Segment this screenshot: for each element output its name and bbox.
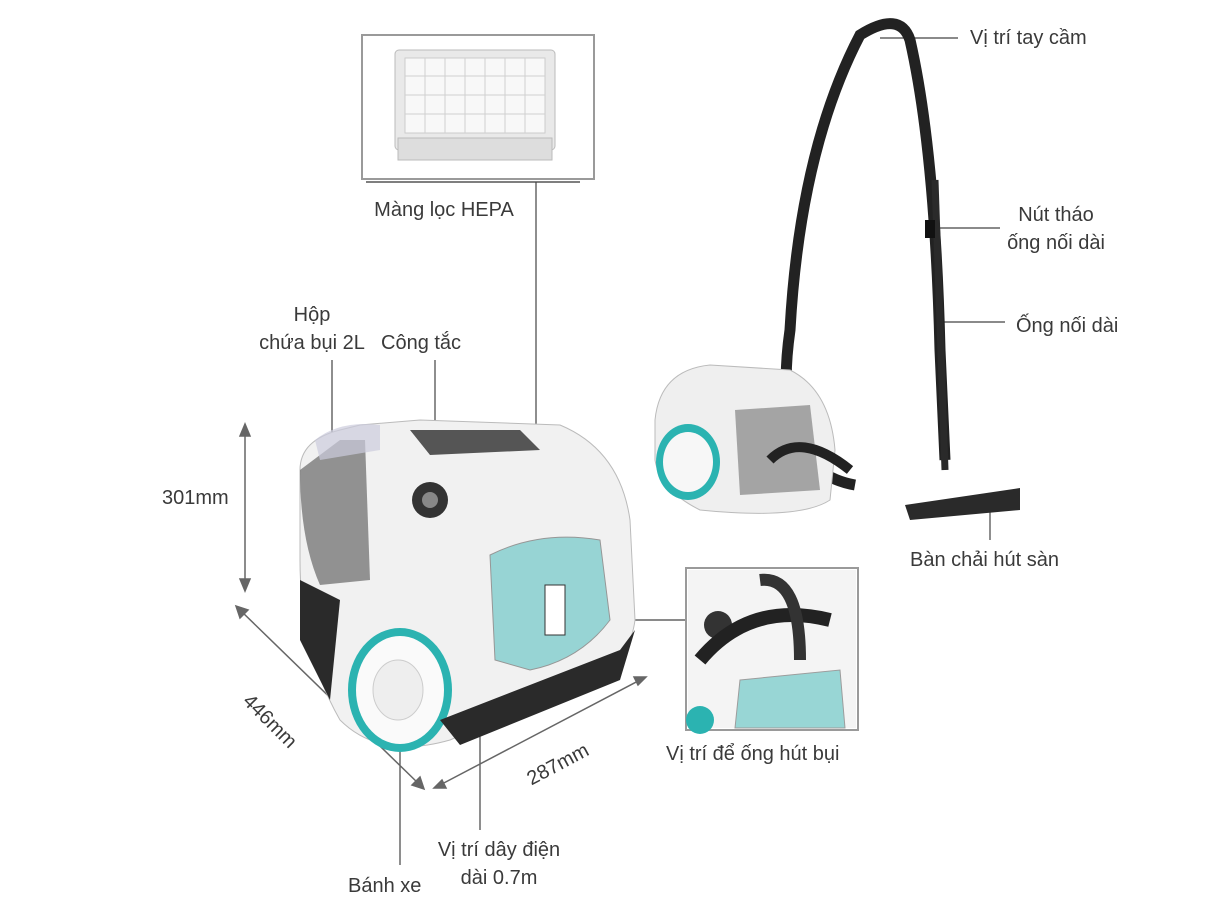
label-floor-brush: Bàn chải hút sàn [910, 549, 1059, 571]
dimension-height: 301mm [162, 487, 229, 509]
label-release-line1: Nút tháo [1018, 204, 1094, 226]
label-dust-box-line2: chứa bụi 2L [259, 332, 365, 354]
label-power-cord-line1: Vị trí dây điện [437, 839, 561, 861]
label-hepa-filter: Màng lọc HEPA [374, 199, 514, 221]
label-dust-box: Hộp chứa bụi 2L [250, 301, 374, 357]
label-extension-tube: Ống nối dài [1016, 315, 1119, 337]
vacuum-main-image [299, 419, 636, 752]
label-release-line2: ống nối dài [1007, 232, 1105, 254]
label-power-cord: Vị trí dây điện dài 0.7m [424, 836, 574, 892]
label-release-button: Nút tháo ống nối dài [996, 201, 1116, 257]
label-wheel: Bánh xe [348, 875, 422, 897]
hepa-filter-image [361, 34, 595, 183]
label-power-cord-line2: dài 0.7m [460, 867, 538, 889]
label-handle: Vị trí tay cầm [970, 27, 1087, 49]
vacuum-full-image [654, 18, 1020, 520]
hose-storage-inset-image [685, 567, 859, 734]
label-hose-storage: Vị trí để ống hút bụi [666, 743, 840, 765]
label-dust-box-line1: Hộp [293, 304, 331, 326]
label-switch: Công tắc [381, 332, 462, 354]
